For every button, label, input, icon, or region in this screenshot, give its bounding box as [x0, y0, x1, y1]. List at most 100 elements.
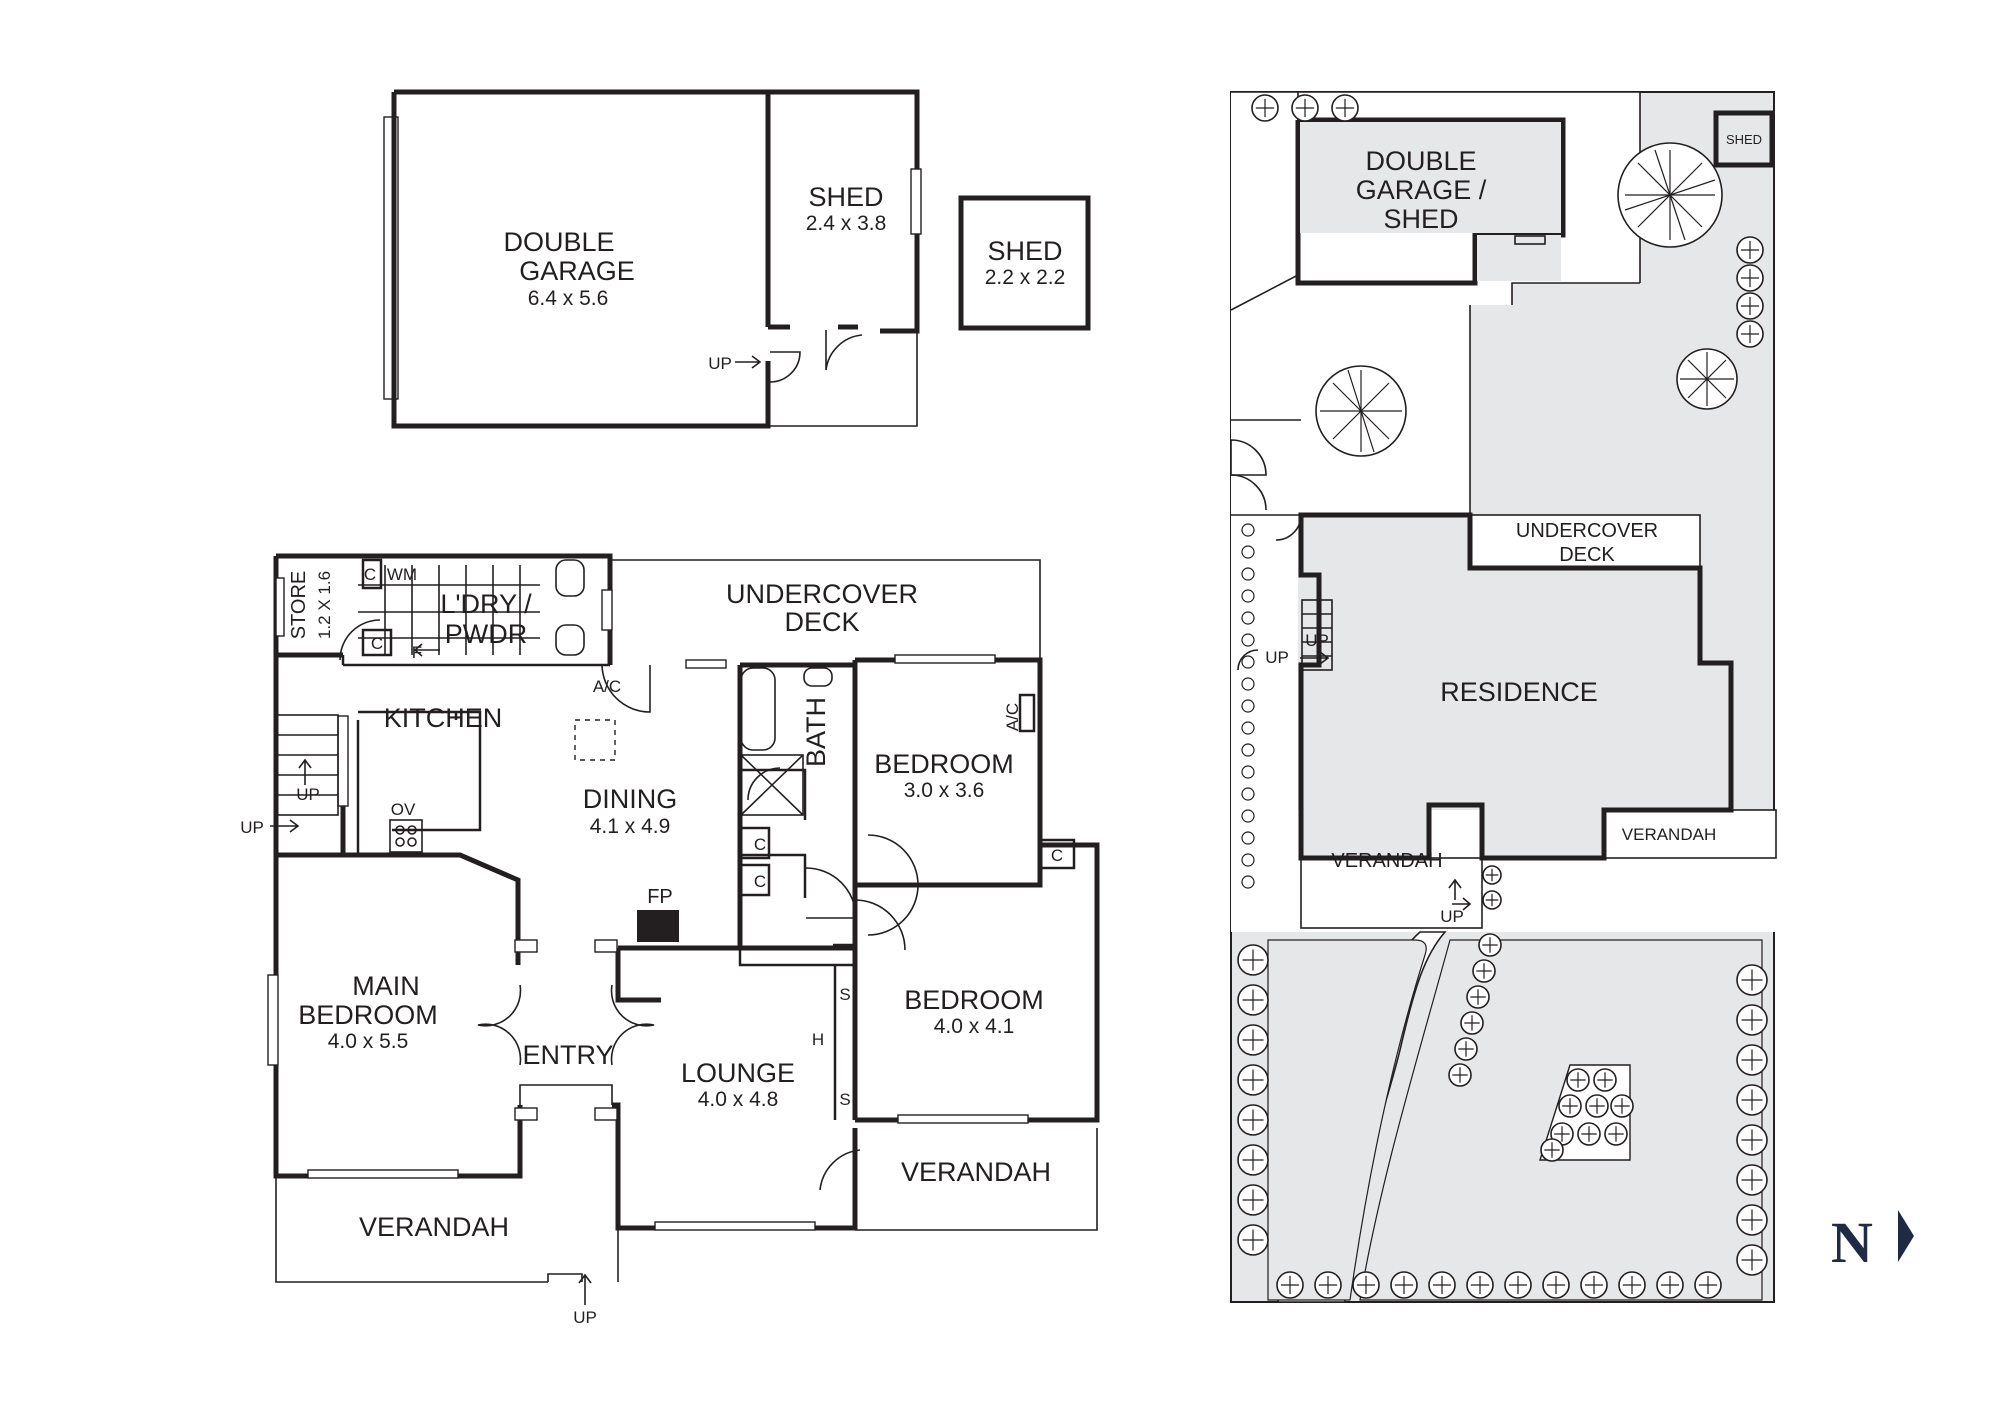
bedroom-2-dims: 3.0 x 3.6 [904, 779, 985, 802]
site-verandah-left-label: VERANDAH [1331, 850, 1442, 872]
bedroom-3-dims: 4.0 x 4.1 [934, 1015, 1015, 1038]
hedge-shrub [1241, 655, 1255, 669]
fixture-fp-label: FP [647, 886, 673, 908]
bedroom-2-name: BEDROOM [874, 749, 1014, 779]
site-garage-label-1: DOUBLE [1365, 146, 1476, 176]
fixture-c-label-2: C [371, 634, 383, 653]
cupboard-c1 [361, 558, 383, 590]
house-plan: STORE 1.2 X 1.6 C WM C F L'DRY / PWDR A/… [240, 553, 1100, 1327]
site-tree-medium [1676, 348, 1738, 410]
fixture-wm-label: WM [387, 565, 417, 584]
site-verandah-right-label: VERANDAH [1622, 825, 1716, 844]
site-up-marker-3: UP [1440, 907, 1464, 926]
fixture-c-label-3: C [754, 835, 766, 854]
site-shed [1713, 110, 1775, 168]
verandah-side-name: VERANDAH [901, 1157, 1051, 1187]
hedge-shrub [1241, 523, 1255, 537]
house-up-marker-1: UP [240, 818, 264, 837]
site-garden-bed [1539, 1064, 1634, 1162]
fixture-s-label-2: S [839, 1090, 850, 1109]
cooktop [389, 819, 423, 853]
cupboard-c4 [739, 863, 771, 897]
laundry-name-2: PWDR [445, 619, 528, 649]
fixture-c-label-5: C [1051, 846, 1063, 865]
bath-name: BATH [801, 697, 831, 767]
shed-name: SHED [808, 182, 883, 212]
site-residence-label: RESIDENCE [1440, 677, 1598, 707]
site-tree-large-1 [1617, 142, 1723, 248]
hedge-shrub [1241, 743, 1255, 757]
site-hedge-right [1736, 236, 1768, 1276]
site-hedge-top [1251, 94, 1359, 122]
fixture-c-label-4: C [754, 872, 766, 891]
fixture-ac-label-2: A/C [1003, 703, 1022, 731]
garage-up-marker: UP [708, 354, 732, 373]
fireplace [637, 910, 679, 942]
shed-dims: 2.4 x 3.8 [806, 212, 887, 235]
site-deck-label-1: UNDERCOVER [1516, 520, 1658, 542]
fixture-f-label: F [412, 643, 422, 662]
hedge-shrub [1241, 611, 1255, 625]
hedge-shrub [1241, 765, 1255, 779]
garage-name-1: DOUBLE [503, 227, 614, 257]
toilet [555, 559, 585, 597]
site-hedge-left [1237, 523, 1269, 1256]
garage-name-2: GARAGE [519, 256, 635, 286]
main-bedroom-name-2: BEDROOM [298, 1000, 438, 1030]
hedge-shrub [1241, 787, 1255, 801]
site-garage-label-2: GARAGE / [1356, 175, 1487, 205]
hedge-shrub [1241, 853, 1255, 867]
site-stairs [1301, 599, 1333, 671]
cupboard-c3 [739, 826, 771, 860]
north-label: N [1831, 1210, 1873, 1275]
detached-shed [958, 195, 1091, 331]
site-up-marker-1: UP [1265, 648, 1289, 667]
fixture-c-label-1: C [364, 565, 376, 584]
north-arrow: N [1831, 1210, 1914, 1275]
kitchen-name: KITCHEN [384, 703, 503, 733]
hedge-shrub [1241, 545, 1255, 559]
detached-shed-dims: 2.2 x 2.2 [985, 266, 1066, 289]
dining-name: DINING [583, 784, 678, 814]
main-bedroom-name-1: MAIN [352, 971, 420, 1001]
lounge-dims: 4.0 x 4.8 [698, 1088, 779, 1111]
fixture-h-label: H [812, 1030, 824, 1049]
cupboard-c5 [1038, 838, 1076, 870]
site-tree-large-2 [1315, 365, 1407, 457]
shed-door-swing-1 [769, 351, 801, 383]
ac-unit [1018, 693, 1036, 733]
site-up-marker-2: UP [1305, 631, 1329, 650]
detached-shed-name: SHED [987, 236, 1062, 266]
bedroom-3-name: BEDROOM [904, 985, 1044, 1015]
hedge-shrub [1241, 589, 1255, 603]
site-garage-label-3: SHED [1383, 204, 1458, 234]
site-hedge-drive [1448, 865, 1502, 1087]
shed-door-swing-2 [825, 330, 863, 371]
verandah-front-name: VERANDAH [359, 1212, 509, 1242]
bathtub [740, 667, 776, 751]
fixture-ac-label-1: A/C [593, 677, 621, 696]
main-bedroom-dims: 4.0 x 5.5 [328, 1030, 409, 1053]
site-garage [1295, 117, 1566, 286]
hedge-shrub [1241, 875, 1255, 889]
store-dims: 1.2 X 1.6 [315, 571, 334, 639]
hedge-shrub [1241, 831, 1255, 845]
store-name: STORE [288, 571, 310, 640]
laundry-name-1: L'DRY / [440, 589, 532, 619]
north-arrow-icon [1898, 1210, 1914, 1262]
site-plan: SHED DOUBLE GARAGE / SHED UNDERCOVER DEC… [1230, 91, 1777, 1303]
site-shed-label: SHED [1726, 132, 1762, 147]
deck-name-2: DECK [784, 607, 859, 637]
house-up-marker-2: UP [296, 785, 320, 804]
hedge-shrub [1241, 699, 1255, 713]
fixture-s-label-1: S [839, 985, 850, 1004]
shower [740, 754, 804, 816]
cupboard-c2 [361, 628, 393, 657]
hedge-shrub [1241, 567, 1255, 581]
kitchen-stairs [275, 714, 339, 816]
entry-name: ENTRY [522, 1040, 613, 1070]
shed-window [910, 168, 922, 235]
fixture-ov-label: OV [391, 800, 416, 819]
hedge-shrub [1241, 677, 1255, 691]
